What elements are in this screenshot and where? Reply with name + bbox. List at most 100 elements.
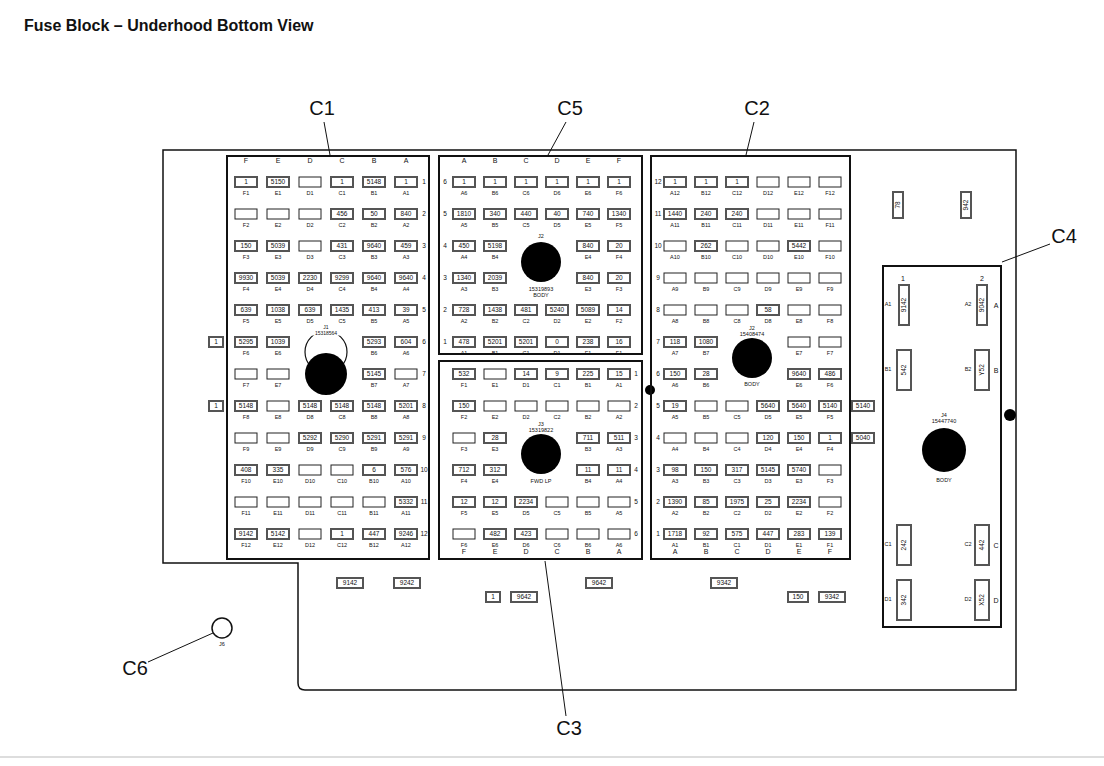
cavity-box [726, 177, 748, 187]
pin-label: B9 [371, 447, 378, 453]
wire-number: 5201 [519, 339, 533, 346]
pin-label: E2 [796, 511, 803, 517]
pin-label: D8 [764, 319, 771, 325]
wire-number: 5201 [488, 339, 502, 346]
pin-label: D12 [763, 191, 773, 197]
wire-number: 1440 [668, 211, 682, 218]
cavity-box [453, 273, 475, 283]
pin-label: B2 [492, 319, 499, 325]
wire-number: 11 [616, 467, 623, 474]
pin-label: B1 [585, 383, 592, 389]
wire-number: 1038 [271, 307, 285, 314]
cavity-box [484, 369, 506, 379]
pin-label: D5 [764, 415, 771, 421]
cavity-box [546, 209, 568, 219]
tab-label: 9142 [901, 298, 908, 312]
cavity-box [515, 209, 537, 219]
cavity-box [395, 529, 417, 539]
cavity-box [395, 401, 417, 411]
cavity-box [267, 241, 289, 251]
cavity-box [608, 401, 630, 411]
pin-label: D2 [553, 319, 560, 325]
wire-number: 5140 [823, 403, 837, 410]
pin-label: D1 [306, 191, 313, 197]
cavity-box [453, 337, 475, 347]
cavity-box [577, 401, 599, 411]
wire-number: 5201 [399, 403, 413, 410]
cavity-box [363, 305, 385, 315]
pin-label: B4 [585, 479, 592, 485]
wire-number: 6 [372, 467, 376, 474]
tab-label: 242 [901, 540, 908, 551]
pin-label: B7 [371, 383, 378, 389]
tab-label: 5040 [856, 435, 870, 442]
pin-label: F9 [827, 287, 833, 293]
pin-label: F2 [461, 415, 467, 421]
pin-label: E2 [585, 319, 592, 325]
tab-label: 9342 [825, 594, 839, 601]
cavity-box [546, 529, 568, 539]
pin-label: E4 [492, 479, 499, 485]
pin-label: E10 [794, 255, 804, 261]
pin-label: A12 [670, 191, 680, 197]
cavity-box [977, 285, 987, 325]
pin-label: F5 [616, 223, 622, 229]
cavity-box [363, 177, 385, 187]
pin-label: B6 [492, 191, 499, 197]
pin-label: D1 [884, 597, 891, 603]
row-number: 6 [656, 371, 660, 378]
pin-label: B3 [585, 447, 592, 453]
column-letter: A [673, 548, 678, 555]
wire-number: 15 [615, 371, 622, 378]
tab-label: 9042 [979, 298, 986, 312]
wire-number: 5640 [761, 403, 775, 410]
pin-label: A5 [461, 223, 468, 229]
cavity-box [819, 592, 845, 602]
connector-part-number: J1 15318564 [312, 325, 340, 336]
wire-number: 5089 [581, 307, 595, 314]
pin-label: C2 [338, 223, 345, 229]
wire-number: 312 [490, 467, 501, 474]
pin-label: A8 [672, 319, 679, 325]
wire-number: 5148 [239, 403, 253, 410]
cavity-box [757, 273, 779, 283]
wire-number: 459 [401, 243, 412, 250]
wire-number: 1 [735, 179, 739, 186]
wire-number: 576 [401, 467, 412, 474]
wire-number: 12 [491, 499, 498, 506]
cavity-box [453, 465, 475, 475]
row-number: 1 [634, 371, 638, 378]
wire-number: 5148 [367, 179, 381, 186]
row-number: 1 [443, 339, 447, 346]
cavity-box [819, 177, 841, 187]
column-number: 1 [901, 275, 905, 282]
row-number: 10 [654, 243, 661, 250]
cavity-box [819, 529, 841, 539]
pin-label: B12 [701, 191, 711, 197]
tab-label: 150 [793, 594, 804, 601]
wire-number: 1340 [457, 275, 471, 282]
pin-label: A2 [461, 319, 468, 325]
cavity-box [577, 177, 599, 187]
pin-label: E5 [585, 223, 592, 229]
connector-part-number: J3 15319822 [527, 421, 555, 433]
cavity-box [788, 465, 810, 475]
pin-label: D2 [964, 597, 971, 603]
cavity-box [363, 433, 385, 443]
cavity-box [331, 305, 353, 315]
row-number: 4 [656, 435, 660, 442]
pin-label: F5 [827, 415, 833, 421]
pin-label: E7 [275, 383, 282, 389]
connector-post [521, 242, 561, 282]
cavity-box [363, 209, 385, 219]
pin-label: F11 [241, 511, 250, 517]
cavity-box [299, 433, 321, 443]
wire-number: 481 [521, 307, 532, 314]
cavity-box [695, 209, 717, 219]
cavity-box [819, 433, 841, 443]
cavity-box [299, 177, 321, 187]
wire-number: 9640 [792, 371, 806, 378]
callout-number: C1 [309, 98, 335, 118]
cavity-box [484, 209, 506, 219]
cavity-box [961, 192, 971, 218]
